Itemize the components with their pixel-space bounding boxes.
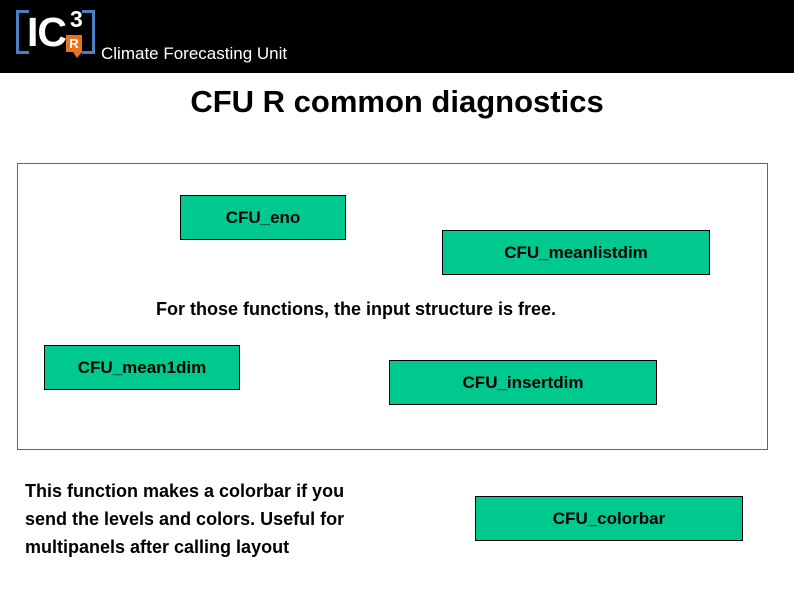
logo-r-badge-letter: R: [69, 36, 79, 51]
logo-superscript: 3: [70, 6, 83, 32]
function-box-cfu-colorbar[interactable]: CFU_colorbar: [475, 496, 743, 541]
function-box-cfu-eno[interactable]: CFU_eno: [180, 195, 346, 240]
logo-r-badge-icon: R: [66, 35, 82, 58]
note-colorbar-line-3: multipanels after calling layout: [25, 537, 290, 557]
logo-text: IC: [27, 9, 67, 55]
logo-bracket-right-icon: [82, 10, 95, 54]
header-bar: [0, 0, 794, 73]
note-colorbar-line-1: This function makes a colorbar if you: [25, 481, 345, 501]
function-box-cfu-insertdim[interactable]: CFU_insertdim: [389, 360, 657, 405]
ic3-logo: IC 3 R: [14, 6, 102, 62]
function-box-cfu-meanlistdim[interactable]: CFU_meanlistdim: [442, 230, 710, 275]
note-colorbar-description: This function makes a colorbar if you se…: [25, 477, 465, 561]
function-box-cfu-mean1dim[interactable]: CFU_mean1dim: [44, 345, 240, 390]
note-colorbar-line-2: send the levels and colors. Useful for: [25, 509, 345, 529]
logo-bracket-left-icon: [16, 10, 29, 54]
page-title: CFU R common diagnostics: [190, 84, 604, 119]
header-title: Climate Forecasting Unit: [101, 44, 288, 63]
note-input-structure-free: For those functions, the input structure…: [155, 299, 557, 319]
